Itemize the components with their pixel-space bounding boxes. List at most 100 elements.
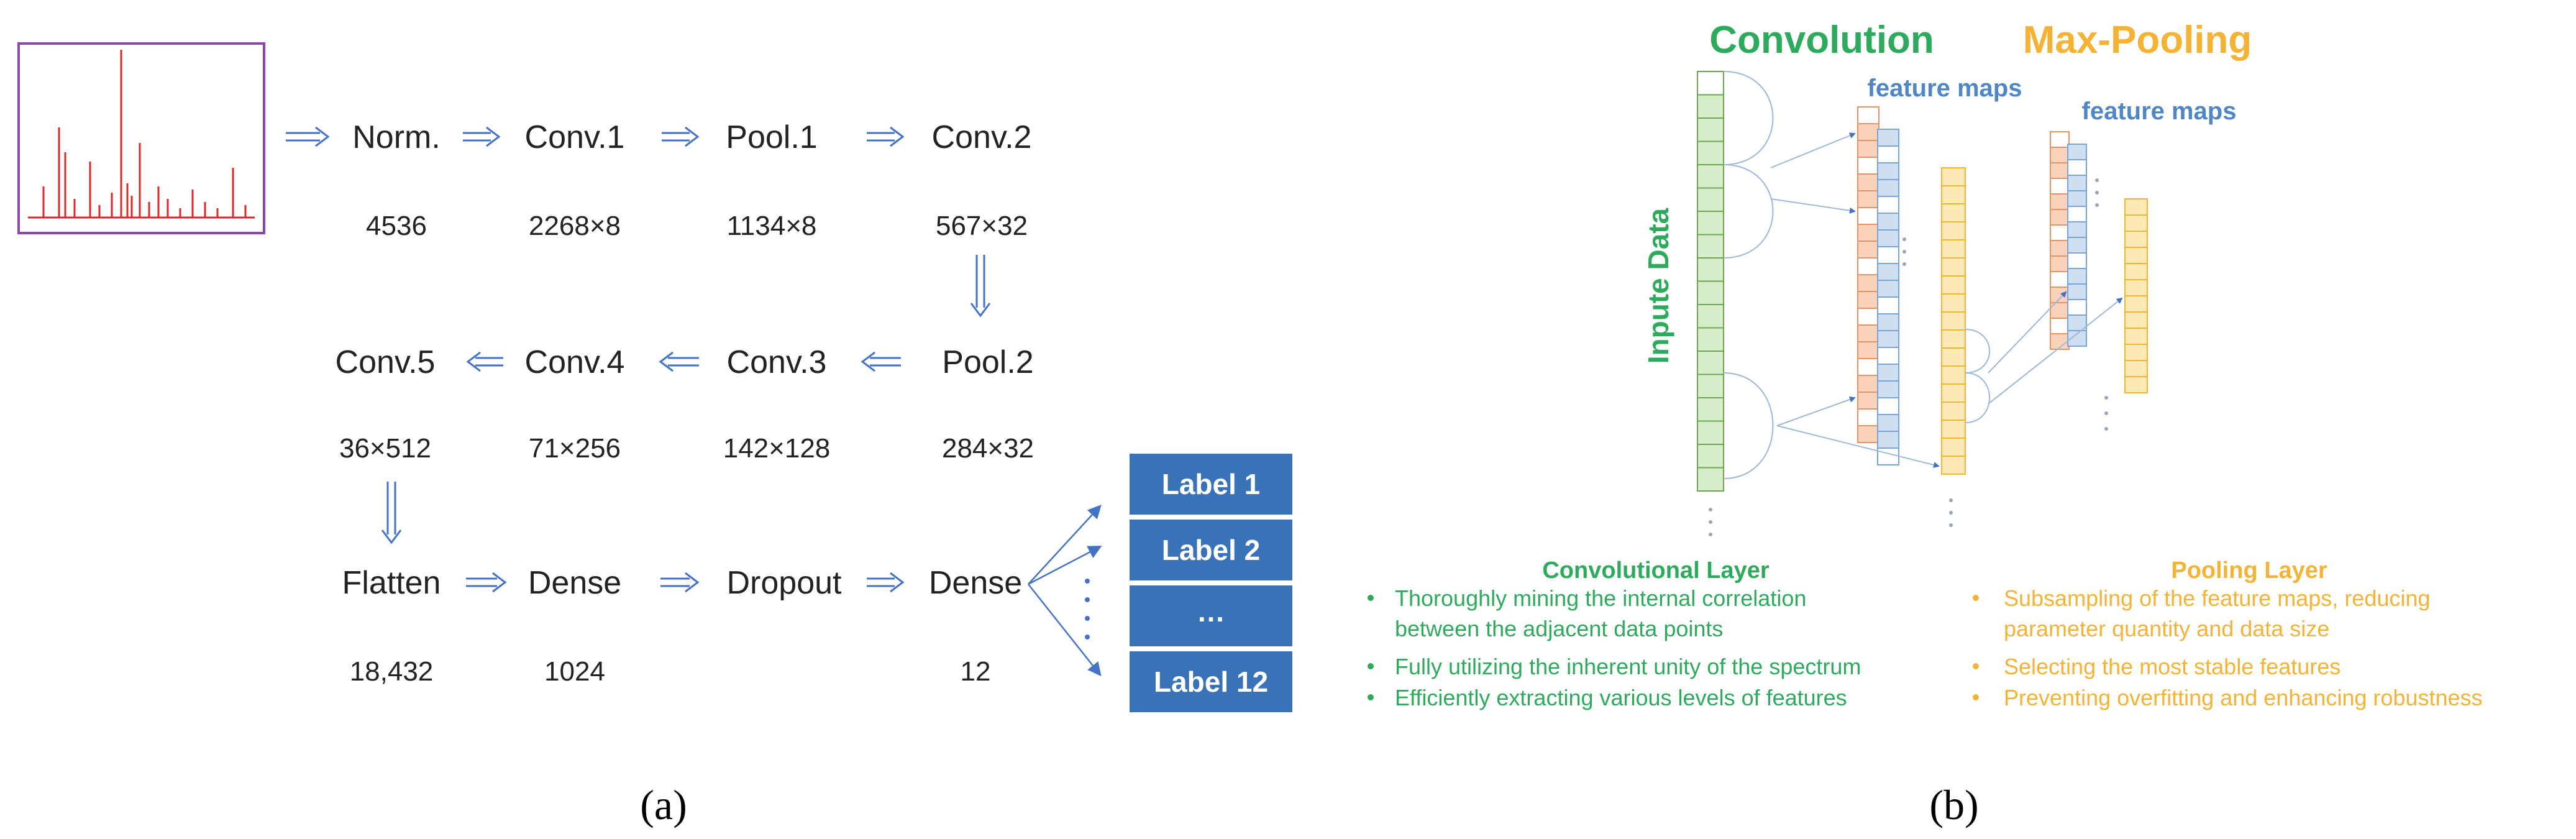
- pool-input-column-cell-15: [1941, 420, 1966, 439]
- pool-input-column-cell-11: [1941, 347, 1966, 367]
- pool-layer-bullets: Subsampling of the feature maps, reducin…: [1973, 585, 2483, 710]
- conv-map-orange-cell-7: [1857, 207, 1879, 225]
- row3-size-1: 18,432: [350, 656, 434, 687]
- conv-map-blue-cell-4: [1877, 179, 1899, 197]
- row3-label-3: Dropout: [727, 565, 843, 601]
- ellipsis-dot-11: [2095, 191, 2099, 195]
- row1-label-2: Conv.1: [525, 119, 625, 155]
- pool-output-column-cell-4: [2124, 247, 2148, 264]
- conv-arc-3: [1723, 372, 1774, 479]
- pool-arc-2: [1965, 372, 1990, 423]
- ellipsis-dot-7: [1949, 498, 1953, 502]
- row3-labels: Flatten Dense Dropout Dense: [342, 565, 1023, 601]
- conv-map-orange-cell-14: [1857, 324, 1879, 342]
- pool-map-blue-cell-3: [2067, 175, 2087, 191]
- input-data-label: Inpute Data: [1642, 208, 1674, 364]
- input-column-cell-8: [1697, 234, 1724, 259]
- ellipsis-dot-12: [2095, 203, 2099, 207]
- pool-map-orange-cell-1: [2050, 131, 2070, 148]
- label-box-4-text: Label 12: [1154, 666, 1268, 698]
- pool-arc-1: [1965, 329, 1990, 374]
- arrow-pool1-conv2: [867, 126, 905, 147]
- conv-map-blue-cell-14: [1877, 347, 1899, 365]
- spectrum-thumbnail: [17, 42, 265, 234]
- arrow-conv1-pool1: [662, 126, 700, 147]
- pool-map-blue-cell-5: [2067, 206, 2087, 222]
- row1-arrows: [286, 126, 991, 318]
- row2-arrows: [381, 351, 901, 544]
- ellipsis-dot-5: [1902, 250, 1906, 254]
- conv-map-blue-cell-18: [1877, 414, 1899, 432]
- conv-map-blue-cell-10: [1877, 280, 1899, 298]
- connector-arrow-4: [1776, 425, 1940, 468]
- arrow-down-conv2-pool2: [970, 255, 991, 318]
- pool-map-orange-cell-5: [2050, 193, 2070, 210]
- pool-map-orange-cell-13: [2050, 318, 2070, 334]
- conv-map-blue-cell-6: [1877, 213, 1899, 231]
- pool-map-blue-cell-6: [2067, 221, 2087, 238]
- row1-size-3: 1134×8: [727, 211, 817, 241]
- conv-map-blue-cell-19: [1877, 431, 1899, 449]
- row1-size-4: 567×32: [936, 211, 1028, 241]
- arrow-flatten-dense: [466, 572, 507, 593]
- pool-map-blue-cell-4: [2067, 190, 2087, 207]
- ellipsis-dot-9: [1949, 523, 1953, 527]
- caption-b: (b): [1929, 781, 1978, 828]
- label-box-3-text: …: [1197, 595, 1225, 628]
- cnn-columns: [1697, 71, 2148, 536]
- pool-map-orange-cell-8: [2050, 240, 2070, 257]
- conv-map-orange-cell-6: [1857, 190, 1879, 208]
- conv-arc-1: [1723, 71, 1774, 165]
- row2-label-2: Conv.4: [525, 344, 625, 380]
- pool-input-column-cell-7: [1941, 275, 1966, 295]
- input-column-cell-1: [1697, 71, 1724, 96]
- row1-label-1: Norm.: [352, 119, 441, 155]
- pool-bullet-1b: parameter quantity and data size: [2004, 616, 2329, 641]
- conv-map-orange-cell-1: [1857, 106, 1879, 124]
- pool-map-orange-cell-6: [2050, 209, 2070, 226]
- conv-map-blue-cell-9: [1877, 263, 1899, 281]
- label-box-1: [1130, 454, 1292, 515]
- row2-labels: Conv.5 Conv.4 Conv.3 Pool.2: [336, 344, 1034, 380]
- row2-label-1: Conv.5: [336, 344, 436, 380]
- input-column-cell-18: [1697, 467, 1724, 492]
- ellipsis-dot-3: [1709, 533, 1712, 536]
- label-box-4: [1130, 651, 1292, 712]
- input-column-cell-17: [1697, 444, 1724, 469]
- pool-map-orange-cell-3: [2050, 162, 2070, 179]
- arrow-conv3-conv4: [659, 351, 699, 372]
- pool-output-column-cell-6: [2124, 279, 2148, 296]
- connector-arrow-1: [1770, 132, 1856, 168]
- input-column-cell-15: [1697, 397, 1724, 422]
- pool-input-column-cell-9: [1941, 311, 1966, 331]
- ellipsis-dot-4: [1902, 237, 1906, 241]
- pool-bullet-3: Preventing overfitting and enhancing rob…: [2004, 685, 2483, 710]
- pool-bullet-2: Selecting the most stable features: [2004, 654, 2341, 679]
- row1-size-1: 4536: [366, 211, 427, 241]
- input-column-cell-12: [1697, 327, 1724, 352]
- row3-size-2: 1024: [544, 656, 605, 687]
- row2-label-4: Pool.2: [942, 344, 1033, 380]
- input-column-cell-16: [1697, 420, 1724, 445]
- row2-sizes: 36×512 71×256 142×128 284×32: [339, 433, 1034, 464]
- pool-input-column-cell-16: [1941, 438, 1966, 457]
- output-label-stack: Label 1 Label 2 … Label 12: [1130, 454, 1292, 712]
- arrow-down-conv5-flatten: [381, 482, 402, 544]
- connector-arrow-5: [1988, 291, 2067, 374]
- conv-map-orange-cell-19: [1857, 408, 1879, 426]
- ellipsis-dot-10: [2095, 178, 2099, 182]
- row1-size-2: 2268×8: [529, 211, 621, 241]
- arrow-norm-conv1: [463, 126, 501, 147]
- row3-size-4: 12: [961, 656, 991, 687]
- ellipsis-dot-6: [1902, 262, 1906, 266]
- pool-output-column-cell-7: [2124, 295, 2148, 313]
- pool-map-blue-cell-10: [2067, 283, 2087, 300]
- pool-output-column-cell-10: [2124, 344, 2148, 361]
- input-column-cell-14: [1697, 374, 1724, 398]
- row3-label-2: Dense: [528, 565, 621, 601]
- label-box-3: [1130, 585, 1292, 646]
- input-column-cell-9: [1697, 257, 1724, 282]
- row1-sizes: 4536 2268×8 1134×8 567×32: [366, 211, 1028, 241]
- input-column-cell-2: [1697, 94, 1724, 119]
- conv-arc-2: [1723, 164, 1774, 259]
